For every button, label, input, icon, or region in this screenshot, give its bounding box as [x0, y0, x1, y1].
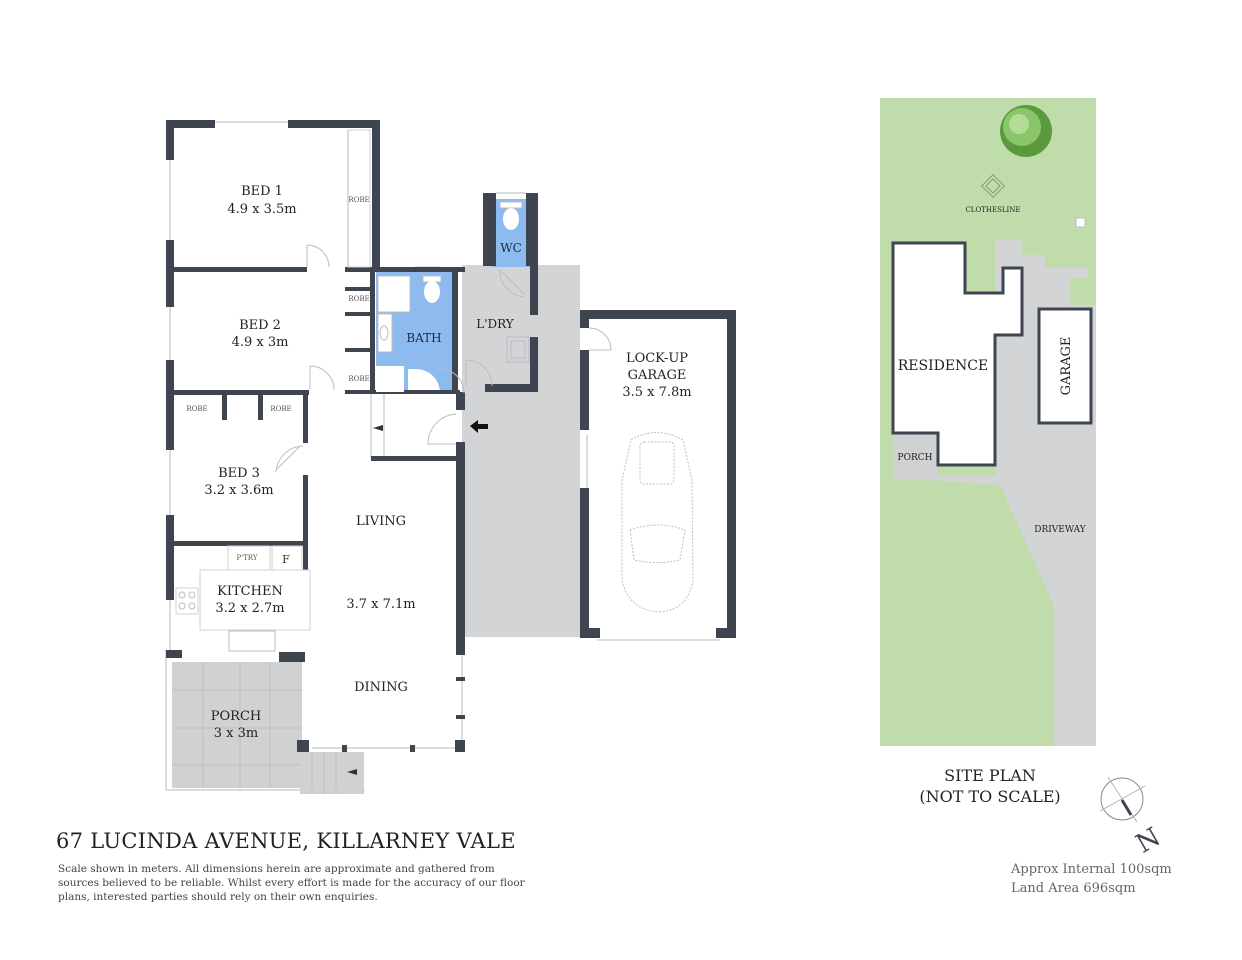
compass-north-icon: N [1099, 776, 1166, 860]
robe-label: ROBE [348, 375, 369, 383]
site-plan-title-line1: SITE PLAN [944, 766, 1036, 785]
bed1-size: 4.9 x 3.5m [227, 202, 296, 217]
tree-icon [1000, 105, 1052, 157]
bed2-size: 4.9 x 3m [232, 335, 289, 350]
disclaimer-text: Scale shown in meters. All dimensions he… [58, 863, 525, 903]
clothesline-label: CLOTHESLINE [965, 206, 1020, 214]
laundry-label: L'DRY [476, 317, 515, 331]
area-stats: Approx Internal 100sqm Land Area 696sqm [1011, 860, 1172, 898]
kitchen-label: KITCHEN [217, 584, 283, 599]
kitchen-size: 3.2 x 2.7m [215, 601, 284, 616]
living-label: LIVING [356, 514, 406, 529]
pantry-label: P'TRY [237, 554, 258, 562]
dining-label: DINING [354, 680, 408, 695]
robe-label: ROBE [270, 405, 291, 413]
car-icon [621, 432, 694, 613]
porch-label: PORCH [211, 709, 261, 724]
porch-tiles [172, 662, 302, 788]
door-swings [275, 244, 612, 473]
porch-size: 3 x 3m [214, 726, 258, 741]
site-garage-outline [1037, 307, 1093, 425]
fridge-label: F [282, 553, 290, 566]
robe-label: ROBE [186, 405, 207, 413]
carport-area [462, 265, 580, 637]
bed3-label: BED 3 [218, 466, 260, 481]
bath-label: BATH [406, 331, 441, 345]
garage-size: 3.5 x 7.8m [622, 385, 691, 400]
residence-label: RESIDENCE [898, 358, 989, 374]
floorplan: BED 1 4.9 x 3.5m BED 2 4.9 x 3m BED 3 3.… [165, 120, 736, 794]
garage-label-1: LOCK-UP [626, 351, 688, 366]
driveway-label: DRIVEWAY [1034, 525, 1087, 535]
site-porch-label: PORCH [898, 453, 933, 463]
site-plan-title: SITE PLAN (NOT TO SCALE) [900, 765, 1080, 807]
property-address: 67 LUCINDA AVENUE, KILLARNEY VALE [56, 829, 516, 853]
bed2-label: BED 2 [239, 318, 281, 333]
robe-label: ROBE [348, 295, 369, 303]
land-area: Land Area 696sqm [1011, 881, 1136, 896]
bed1-label: BED 1 [241, 184, 283, 199]
site-plan-title-line2: (NOT TO SCALE) [919, 787, 1061, 806]
residence-outline [891, 241, 1024, 467]
site-plan: CLOTHESLINE RESIDENCE GARAGE PORCH DRIVE… [880, 98, 1166, 860]
svg-text:N: N [1131, 822, 1166, 859]
internal-area: Approx Internal 100sqm [1011, 862, 1172, 877]
porch-fill [172, 662, 302, 788]
wc-label: WC [500, 241, 522, 255]
living-size: 3.7 x 7.1m [346, 597, 415, 612]
clothesline-icon [981, 174, 1005, 198]
garage-label-2: GARAGE [628, 368, 687, 383]
site-garage-label: GARAGE [1059, 337, 1074, 396]
entry-arrow-icon [470, 420, 488, 433]
bed3-size: 3.2 x 3.6m [204, 483, 273, 498]
robe-label: ROBE [348, 196, 369, 204]
